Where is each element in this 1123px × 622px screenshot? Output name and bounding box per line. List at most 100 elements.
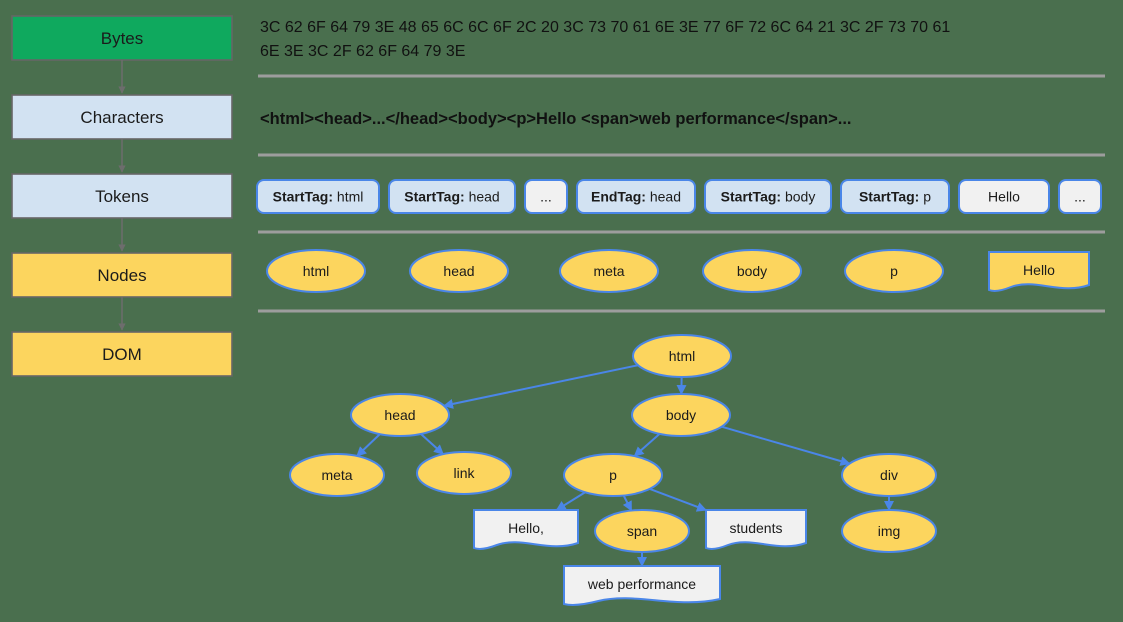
node-ellipse-p[interactable]: p [844, 249, 944, 293]
token-label: ... [1074, 189, 1086, 205]
tree-edge-html-to-head [443, 364, 639, 409]
tree-node-shape [594, 509, 690, 553]
bytes-line-2: 6E 3E 3C 2F 62 6F 64 79 3E [260, 43, 465, 60]
token-pill[interactable]: EndTag: head [576, 179, 696, 214]
tree-text-node-students[interactable]: students [705, 509, 807, 550]
token-label: StartTag: p [859, 189, 931, 205]
node-label: body [737, 263, 767, 279]
tree-node-p[interactable]: p [563, 453, 663, 497]
token-pill[interactable]: Hello [958, 179, 1050, 214]
bytes-line-1: 3C 62 6F 64 79 3E 48 65 6C 6C 6F 2C 20 3… [260, 19, 950, 36]
tree-node-meta[interactable]: meta [289, 453, 385, 497]
stage-box [11, 331, 233, 377]
tree-node-shape [705, 509, 807, 550]
tree-node-shape [631, 393, 731, 437]
stage-box [11, 94, 233, 140]
tree-node-div[interactable]: div [841, 453, 937, 497]
tree-node-shape [350, 393, 450, 437]
stage-box [11, 15, 233, 61]
tree-node-label: html [669, 348, 695, 364]
tree-node-link[interactable]: link [416, 451, 512, 495]
node-shape [702, 249, 802, 293]
token-label: EndTag: head [591, 189, 681, 205]
pipeline-stage-nodes[interactable]: Nodes [11, 252, 233, 298]
tree-node-shape [632, 334, 732, 378]
pipeline-stage-characters[interactable]: Characters [11, 94, 233, 140]
tree-node-label: web performance [587, 576, 696, 592]
tree-text-node-hello[interactable]: Hello, [473, 509, 579, 550]
token-background [524, 179, 568, 214]
node-shape [266, 249, 366, 293]
token-label: Hello [988, 189, 1020, 205]
node-label: html [303, 263, 329, 279]
tree-node-label: students [730, 520, 783, 536]
tree-node-shape [563, 565, 721, 606]
tree-node-label: img [878, 523, 901, 539]
node-shape [988, 251, 1090, 292]
node-shape [844, 249, 944, 293]
token-background [256, 179, 380, 214]
dom-tree-edges [356, 364, 894, 567]
token-pill[interactable]: ... [1058, 179, 1102, 214]
node-text-hello[interactable]: Hello [988, 251, 1090, 292]
node-shape [559, 249, 659, 293]
stage-label: DOM [102, 345, 142, 364]
node-label: Hello [1023, 262, 1055, 278]
tokens-row: StartTag: html StartTag: head... EndTag: h… [256, 179, 1102, 214]
tree-node-shape [563, 453, 663, 497]
token-background [840, 179, 950, 214]
node-label: p [890, 263, 898, 279]
stage-label: Characters [80, 108, 163, 127]
tree-node-label: div [880, 467, 898, 483]
stage-label: Nodes [97, 266, 146, 285]
tree-node-shape [841, 453, 937, 497]
tree-node-label: p [609, 467, 617, 483]
stage-label: Tokens [95, 187, 149, 206]
tree-edge-p-to-hello [555, 491, 586, 511]
node-label: head [443, 263, 474, 279]
tree-node-html[interactable]: html [632, 334, 732, 378]
node-shape [409, 249, 509, 293]
node-ellipse-body[interactable]: body [702, 249, 802, 293]
tree-node-shape [289, 453, 385, 497]
token-label: StartTag: html [273, 189, 364, 205]
tree-text-node-webperf[interactable]: web performance [563, 565, 721, 606]
node-ellipse-meta[interactable]: meta [559, 249, 659, 293]
tree-node-label: head [384, 407, 415, 423]
token-pill[interactable]: ... [524, 179, 568, 214]
token-background [1058, 179, 1102, 214]
tree-edge-p-to-span [622, 495, 633, 512]
pipeline-stage-bytes[interactable]: Bytes [11, 15, 233, 61]
tree-node-label: link [453, 465, 475, 481]
pipeline-stage-dom[interactable]: DOM [11, 331, 233, 377]
node-label: meta [593, 263, 624, 279]
tree-node-label: span [627, 523, 657, 539]
token-pill[interactable]: StartTag: p [840, 179, 950, 214]
token-pill[interactable]: StartTag: body [704, 179, 832, 214]
tree-edge-body-to-p [633, 433, 661, 457]
tree-node-shape [416, 451, 512, 495]
token-background [388, 179, 516, 214]
tree-node-label: Hello, [508, 520, 544, 536]
tree-node-img[interactable]: img [841, 509, 937, 553]
tree-node-span[interactable]: span [594, 509, 690, 553]
node-ellipse-head[interactable]: head [409, 249, 509, 293]
stage-label: Bytes [101, 29, 144, 48]
token-label: ... [540, 189, 552, 205]
token-background [576, 179, 696, 214]
token-background [704, 179, 832, 214]
separator-lines [258, 74, 1105, 313]
bytes-row: 3C 62 6F 64 79 3E 48 65 6C 6C 6F 2C 20 3… [260, 19, 950, 60]
tree-node-body[interactable]: body [631, 393, 731, 437]
tree-node-shape [473, 509, 579, 550]
pipeline-stage-tokens[interactable]: Tokens [11, 173, 233, 219]
token-pill[interactable]: StartTag: html [256, 179, 380, 214]
node-ellipse-html[interactable]: html [266, 249, 366, 293]
tree-node-head[interactable]: head [350, 393, 450, 437]
token-pill[interactable]: StartTag: head [388, 179, 516, 214]
dom-tree-nodes: html head body meta link p div span img Hello, stu… [289, 334, 937, 606]
tree-edge-head-to-meta [356, 433, 381, 457]
tree-node-label: meta [321, 467, 352, 483]
tree-edge-body-to-div [721, 425, 851, 466]
